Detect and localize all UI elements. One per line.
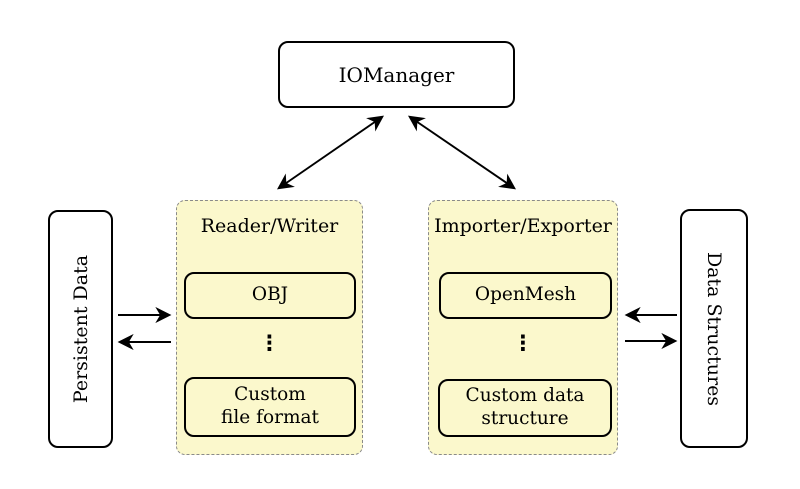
panel-importer-exporter-title: Importer/Exporter xyxy=(434,215,612,237)
node-custom-file-format: Custom file format xyxy=(184,377,356,437)
node-obj: OBJ xyxy=(184,272,356,319)
node-persistent-data-label: Persistent Data xyxy=(69,254,92,404)
panel-importer-exporter: Importer/Exporter OpenMesh ⋮ Custom data… xyxy=(428,200,618,455)
node-openmesh: OpenMesh xyxy=(439,272,612,319)
node-custom-data-structure-line1: Custom data xyxy=(465,385,585,407)
panel-reader-writer: Reader/Writer OBJ ⋮ Custom file format xyxy=(176,200,363,455)
node-iomanager-label: IOManager xyxy=(338,62,455,87)
node-data-structures: Data Structures xyxy=(680,209,748,448)
arrow-iomanager-importerexporter xyxy=(407,115,517,190)
vdots-icon: ⋮ xyxy=(259,331,280,355)
node-openmesh-label: OpenMesh xyxy=(474,284,577,306)
vdots-icon: ⋮ xyxy=(512,331,534,355)
node-custom-file-format-line1: Custom xyxy=(234,384,306,406)
node-iomanager: IOManager xyxy=(278,41,515,108)
node-obj-label: OBJ xyxy=(251,284,289,306)
node-custom-file-format-line2: file format xyxy=(221,407,319,428)
panel-reader-writer-title: Reader/Writer xyxy=(200,215,339,237)
arrow-iomanager-readerwriter xyxy=(277,115,384,190)
node-custom-data-structure-line2: structure xyxy=(481,408,569,429)
node-custom-data-structure: Custom data structure xyxy=(438,379,612,437)
node-data-structures-label: Data Structures xyxy=(703,251,725,406)
node-persistent-data: Persistent Data xyxy=(48,210,113,448)
